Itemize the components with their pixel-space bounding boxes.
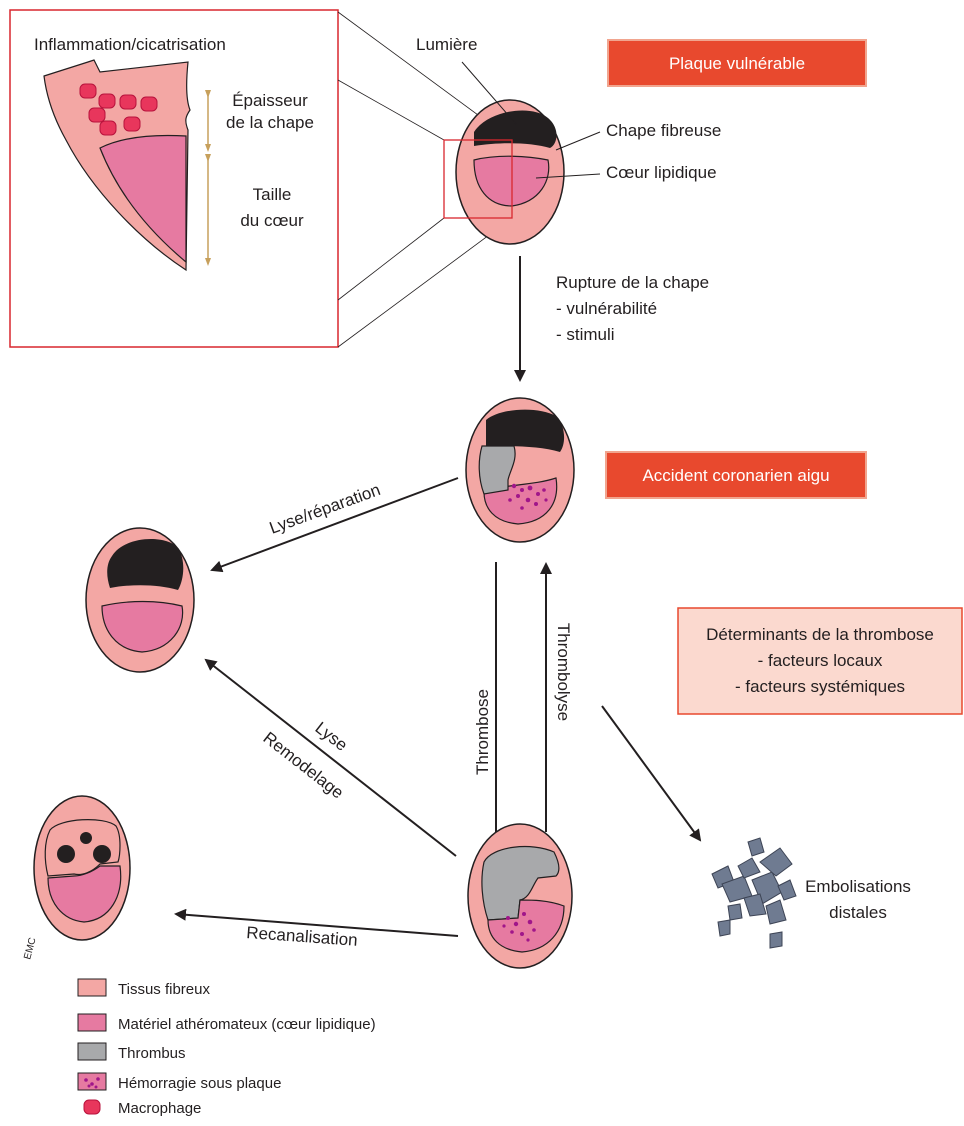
- legend-label: Tissus fibreux: [118, 981, 210, 998]
- recanalized-lumen-1: [80, 832, 92, 844]
- plaque-acute-event: [466, 398, 574, 542]
- zoom-line-3: [338, 80, 444, 140]
- cap-pointer: [556, 132, 600, 150]
- vulnerable-plaque-label: Plaque vulnérable: [669, 54, 805, 73]
- legend-swatch-hemorrhage: [78, 1073, 106, 1090]
- legend-item-lipid: Matériel athéromateux (cœur lipidique): [78, 1014, 376, 1033]
- core-size-label-2: du cœur: [240, 211, 304, 230]
- emc-logo: EMC: [22, 936, 38, 960]
- legend-label: Hémorragie sous plaque: [118, 1075, 281, 1092]
- legend-label: Matériel athéromateux (cœur lipidique): [118, 1016, 376, 1033]
- macrophage-7: [124, 117, 140, 131]
- legend-swatch-fibrous: [78, 979, 106, 996]
- lumen-label: Lumière: [416, 35, 477, 54]
- acute-event-box: Accident coronarien aigu: [606, 452, 866, 498]
- legend-item-hemorrhage: Hémorragie sous plaque: [78, 1073, 281, 1092]
- legend-label: Macrophage: [118, 1100, 201, 1117]
- plaque-recanalized: [34, 796, 130, 940]
- lysis-remodeling-arrow: [206, 660, 456, 856]
- recanalized-lumen-3: [93, 845, 111, 863]
- zoom-line-4: [338, 218, 444, 300]
- legend-swatch-thrombus: [78, 1043, 106, 1060]
- legend: Tissus fibreux Matériel athéromateux (cœ…: [78, 979, 376, 1117]
- thrombolysis-label: Thrombolyse: [554, 623, 573, 721]
- inset-title: Inflammation/cicatrisation: [34, 35, 226, 54]
- emboli-label-1: Embolisations: [805, 877, 911, 896]
- rupture-title: Rupture de la chape: [556, 273, 709, 292]
- core-size-label-1: Taille: [253, 185, 292, 204]
- determinants-item-2: - facteurs systémiques: [735, 677, 905, 696]
- macrophage-2: [99, 94, 115, 108]
- lysis-repair-arrow: [212, 478, 458, 570]
- rupture-item-2: - stimuli: [556, 325, 615, 344]
- legend-swatch-lipid: [78, 1014, 106, 1031]
- determinants-item-1: - facteurs locaux: [758, 651, 883, 670]
- legend-item-thrombus: Thrombus: [78, 1043, 186, 1062]
- acute-event-label: Accident coronarien aigu: [642, 466, 829, 485]
- legend-label: Thrombus: [118, 1045, 186, 1062]
- macrophage-4: [141, 97, 157, 111]
- emboli-fragments: [712, 838, 796, 948]
- plaque-repaired: [86, 528, 194, 672]
- legend-swatch-macrophage: [84, 1100, 100, 1114]
- macrophage-6: [100, 121, 116, 135]
- lysis-repair-label: Lyse/réparation: [267, 480, 383, 538]
- plaque-occlusive-thrombus: [468, 824, 572, 968]
- emboli-label-2: distales: [829, 903, 887, 922]
- cap-thickness-label-2: de la chape: [226, 113, 314, 132]
- vulnerable-plaque-box: Plaque vulnérable: [608, 40, 866, 86]
- lysis-label: Lyse: [312, 718, 351, 755]
- recanalized-lumen-2: [57, 845, 75, 863]
- rupture-item-1: - vulnérabilité: [556, 299, 657, 318]
- legend-item-fibrous: Tissus fibreux: [78, 979, 210, 998]
- macrophage-3: [120, 95, 136, 109]
- core-label: Cœur lipidique: [606, 163, 717, 182]
- legend-item-macrophage: Macrophage: [84, 1100, 201, 1117]
- macrophage-1: [80, 84, 96, 98]
- embolization-arrow: [602, 706, 700, 840]
- determinants-title: Déterminants de la thrombose: [706, 625, 934, 644]
- macrophage-5: [89, 108, 105, 122]
- inset-panel: Inflammation/cicatrisation Épaisseur de …: [10, 10, 338, 347]
- cap-label: Chape fibreuse: [606, 121, 721, 140]
- thrombosis-determinants-box: Déterminants de la thrombose - facteurs …: [678, 608, 962, 714]
- cap-thickness-label-1: Épaisseur: [232, 91, 308, 110]
- thrombosis-label: Thrombose: [473, 689, 492, 775]
